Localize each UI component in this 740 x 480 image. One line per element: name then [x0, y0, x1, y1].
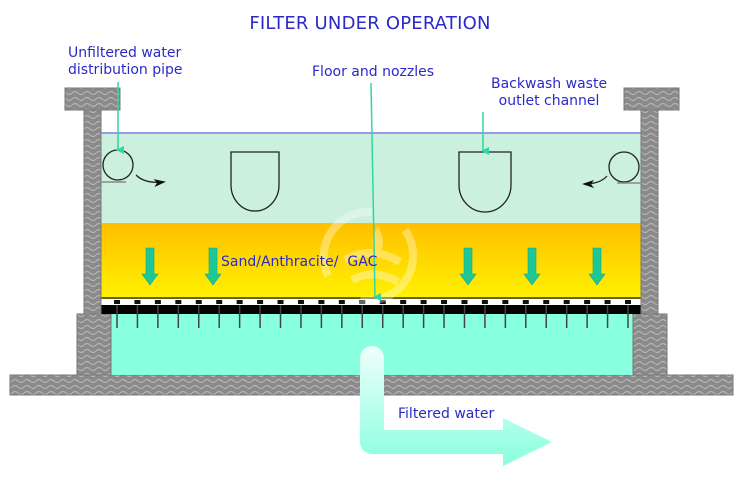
backwash-channel-label: Backwash waste outlet channel — [491, 76, 608, 109]
nozzle-cap — [114, 300, 120, 304]
backwash-trough-right — [458, 151, 512, 213]
nozzle-cap — [420, 300, 427, 304]
nozzle-cap — [461, 300, 468, 304]
nozzle-cap — [195, 300, 202, 304]
nozzle-cap — [400, 300, 407, 304]
distribution-pipe-label: Unfiltered water distribution pipe — [68, 45, 183, 78]
filter-media — [101, 223, 641, 299]
nozzle-cap — [257, 300, 264, 304]
diagram-title: FILTER UNDER OPERATION — [249, 13, 491, 34]
nozzle-cap — [379, 300, 386, 304]
left-distribution-pipe — [101, 149, 166, 188]
nozzle-cap — [441, 300, 448, 304]
nozzle-cap — [277, 300, 284, 304]
media-label: Sand/Anthracite/ GAC — [221, 254, 378, 270]
nozzle-cap — [297, 300, 304, 304]
right-lower-wall — [632, 313, 668, 376]
nozzle-cap — [502, 300, 509, 304]
right-distribution-pipe — [582, 151, 641, 188]
left-lower-wall — [76, 313, 112, 376]
nozzle-cap — [563, 300, 570, 304]
left-wall-cap — [64, 87, 121, 111]
downflow-arrow — [141, 247, 159, 286]
nozzle-cap — [481, 300, 488, 304]
nozzle-cap — [216, 300, 223, 304]
nozzle-cap — [175, 300, 182, 304]
nozzles — [114, 300, 631, 328]
backwash-trough-left — [230, 151, 280, 212]
downflow-arrow — [459, 247, 477, 286]
floor-nozzles-pointer — [370, 82, 382, 301]
flow-arrows — [141, 247, 606, 286]
nozzle-cap — [543, 300, 550, 304]
downflow-arrow — [204, 247, 222, 286]
filtered-water-outlet-arrow — [360, 346, 552, 466]
nozzle-cap — [604, 300, 611, 304]
left-wall — [83, 109, 102, 315]
nozzle-floor — [101, 305, 641, 314]
right-wall — [640, 109, 659, 315]
nozzle-cap — [154, 300, 161, 304]
nozzle-cap — [625, 300, 631, 304]
floor-nozzles-label: Floor and nozzles — [312, 64, 435, 80]
nozzle-cap — [338, 300, 345, 304]
nozzle-cap — [522, 300, 529, 304]
downflow-arrow — [588, 247, 606, 286]
nozzle-cap — [584, 300, 591, 304]
right-wall-cap — [623, 87, 680, 111]
nozzle-cap — [236, 300, 243, 304]
nozzle-cap — [318, 300, 325, 304]
water-zone — [101, 133, 641, 223]
filtered-water-label: Filtered water — [398, 406, 495, 422]
downflow-arrow — [523, 247, 541, 286]
nozzle-cap — [359, 300, 366, 304]
nozzle-cap — [134, 300, 141, 304]
